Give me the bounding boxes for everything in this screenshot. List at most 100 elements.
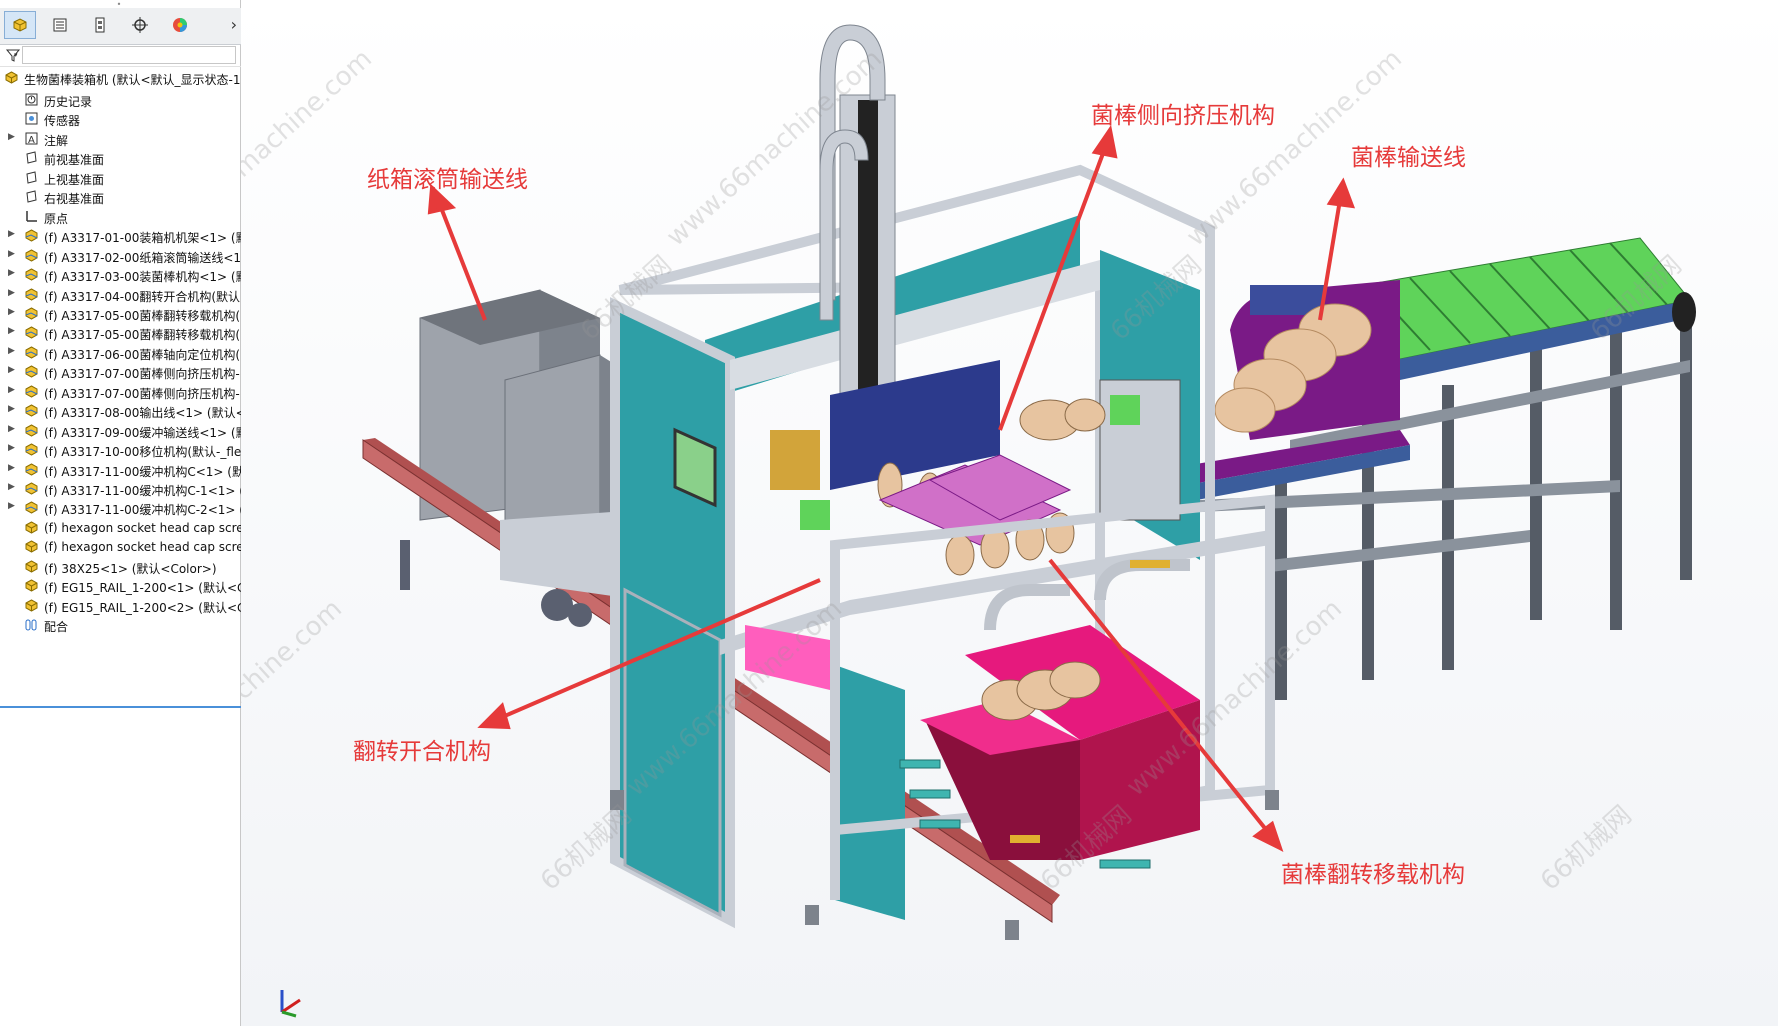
assembly-icon (25, 365, 38, 378)
tree-item[interactable]: ▶ (f) A3317-04-00翻转开合机构(默认 (0, 284, 241, 306)
tab-configuration-manager[interactable] (84, 11, 116, 39)
assembly-icon (25, 462, 38, 476)
tree-item[interactable]: (f) hexagon socket head cap scre (0, 536, 241, 558)
tab-feature-manager[interactable] (4, 11, 36, 39)
callout-flip-open-close: 翻转开合机构 (353, 739, 491, 765)
expand-arrow-icon[interactable]: ▶ (8, 384, 15, 395)
expand-arrow-icon[interactable]: ▶ (8, 248, 15, 259)
tree-item[interactable]: 上视基准面 (0, 167, 241, 189)
tree-item[interactable]: ▶ (f) A3317-05-00菌棒翻转移载机构( (0, 322, 241, 344)
tree-item-label: (f) hexagon socket head cap scre (44, 540, 241, 555)
part-icon (25, 540, 38, 553)
configuration-manager-icon (95, 17, 105, 33)
expand-arrow-icon[interactable]: ▶ (8, 404, 15, 415)
tree-item-label: (f) A3317-05-00菌棒翻转移载机构( (44, 328, 241, 343)
chevron-right-icon[interactable]: › (230, 15, 237, 34)
tree-item[interactable]: ▶(f) A3317-11-00缓冲机构C-1<1> ( (0, 478, 241, 500)
expand-arrow-icon[interactable]: ▶ (8, 306, 15, 317)
graphics-area[interactable]: www.66machine.com www.66machine.com www.… (241, 0, 1778, 1026)
plane-icon (26, 151, 37, 164)
tree-item-label: (f) A3317-07-00菌棒侧向挤压机构- (44, 367, 240, 382)
tab-display-manager[interactable] (164, 11, 196, 39)
stick-conveyor-model (1160, 237, 1696, 700)
tree-item-label: (f) A3317-09-00缓冲输送线<1> (默 (44, 425, 241, 440)
tree-scroll-indicator (0, 706, 241, 708)
assembly-icon (25, 268, 38, 281)
tree-item[interactable]: ▶ (f) A3317-01-00装箱机机架<1> (默 (0, 225, 241, 247)
expand-arrow-icon[interactable]: ▶ (8, 482, 15, 492)
assembly-icon (25, 307, 38, 320)
tree-item-label: 历史记录 (44, 95, 93, 109)
assembly-icon (25, 326, 38, 339)
assembly-icon (25, 482, 38, 495)
tree-item[interactable]: 前视基准面 (0, 147, 241, 169)
assembly-icon (25, 443, 38, 456)
tree-item[interactable]: ▶ (f) A3317-02-00纸箱滚筒输送线<1 (0, 245, 241, 267)
expand-arrow-icon[interactable]: ▶ (8, 423, 15, 434)
tree-item-label: (f) A3317-02-00纸箱滚筒输送线<1 (44, 250, 241, 265)
tree-item[interactable]: 传感器 (0, 108, 241, 130)
tree-item-label: 注解 (44, 133, 69, 148)
filter-input[interactable] (22, 46, 236, 64)
tree-item-label: (f) A3317-05-00菌棒翻转移载机构( (44, 308, 241, 323)
tree-item[interactable]: 配合 (0, 614, 241, 636)
tree-item[interactable]: ▶(f) A3317-11-00缓冲机构C<1> (默 (0, 459, 241, 481)
tree-item[interactable]: ▶ (f) A3317-05-00菌棒翻转移载机构( (0, 303, 241, 325)
filter-icon[interactable] (5, 47, 21, 63)
plane-icon (26, 190, 37, 203)
sensor-icon (25, 112, 38, 125)
part-icon (25, 599, 38, 612)
expand-arrow-icon[interactable]: ▶ (8, 365, 15, 376)
tree-item-label: (f) A3317-03-00装菌棒机构<1> (默 (44, 270, 241, 285)
tree-item-label: (f) 38X25<1> (默认<Color>) (44, 561, 217, 576)
tree-item[interactable]: ▶ (f) A3317-09-00缓冲输送线<1> (默 (0, 420, 241, 442)
expand-arrow-icon[interactable]: ▶ (8, 287, 15, 298)
tab-dimxpert[interactable] (124, 11, 156, 39)
tree-item-label: (f) A3317-04-00翻转开合机构(默认 (44, 289, 241, 304)
tree-item[interactable]: ▶ (f) A3317-07-00菌棒侧向挤压机构- (0, 361, 241, 383)
expand-arrow-icon[interactable]: ▶ (8, 268, 15, 279)
tree-item[interactable]: 右视基准面 (0, 186, 241, 208)
expand-arrow-icon[interactable]: ▶ (8, 326, 15, 337)
filter-row: ▾ (0, 44, 241, 67)
tree-item-label: 右视基准面 (44, 192, 105, 207)
tree-item[interactable]: ▶(f) A3317-06-00菌棒轴向定位机构( (0, 342, 241, 364)
tree-root-label: 生物菌棒装箱机 (默认<默认_显示状态-1 (24, 73, 241, 87)
expand-arrow-icon[interactable]: ▶ (8, 131, 15, 142)
origin-icon (26, 210, 37, 222)
mates-icon (25, 619, 37, 631)
tree-item[interactable]: ▶(f) A3317-10-00移位机构(默认-_fle (0, 439, 241, 461)
part-icon (25, 560, 38, 573)
tree-item[interactable]: ▶(f) A3317-11-00缓冲机构C-2<1> ( (0, 497, 241, 519)
assembly-icon (25, 501, 38, 515)
filter-dropdown-icon[interactable]: ▾ (14, 51, 18, 59)
callout-arrows (427, 124, 1356, 852)
tree-item[interactable]: (f) EG15_RAIL_1-200<2> (默认<C (0, 595, 241, 617)
expand-arrow-icon[interactable]: ▶ (8, 443, 15, 454)
tree-item[interactable]: ▶(f) A3317-07-00菌棒侧向挤压机构- (0, 381, 241, 403)
expand-arrow-icon[interactable]: ▶ (8, 501, 15, 512)
tree-item-label: 原点 (44, 211, 69, 226)
tree-item-label: (f) A3317-01-00装箱机机架<1> (默 (44, 231, 241, 246)
history-icon (25, 93, 38, 106)
feature-tree-panel: • (0, 0, 241, 1026)
panel-top-grip[interactable]: • (116, 0, 122, 9)
tree-item[interactable]: (f) hexagon socket head cap scre (0, 517, 241, 539)
tree-item[interactable]: 历史记录 (0, 89, 241, 111)
expand-arrow-icon[interactable]: ▶ (8, 229, 15, 240)
tree-item-label: 配合 (44, 620, 69, 635)
assembly-icon (25, 424, 38, 437)
expand-arrow-icon[interactable]: ▶ (8, 345, 15, 356)
tree-item[interactable]: 原点 (0, 206, 241, 228)
callout-flip-transfer: 菌棒翻转移载机构 (1281, 862, 1465, 888)
tree-item[interactable]: ▶ (f) A3317-03-00装菌棒机构<1> (默 (0, 264, 241, 286)
expand-arrow-icon[interactable]: ▶ (8, 462, 15, 473)
tab-property-manager[interactable] (44, 11, 76, 39)
tree-root[interactable]: 生物菌棒装箱机 (默认<默认_显示状态-1 (0, 67, 241, 89)
machine-model (241, 0, 1778, 1026)
tree-item[interactable]: ▶(f) A3317-08-00输出线<1> (默认< (0, 400, 241, 422)
tree-item[interactable]: (f) 38X25<1> (默认<Color>) (0, 556, 241, 578)
tree-item[interactable]: (f) EG15_RAIL_1-200<1> (默认<C (0, 575, 241, 597)
part-icon (25, 521, 38, 534)
